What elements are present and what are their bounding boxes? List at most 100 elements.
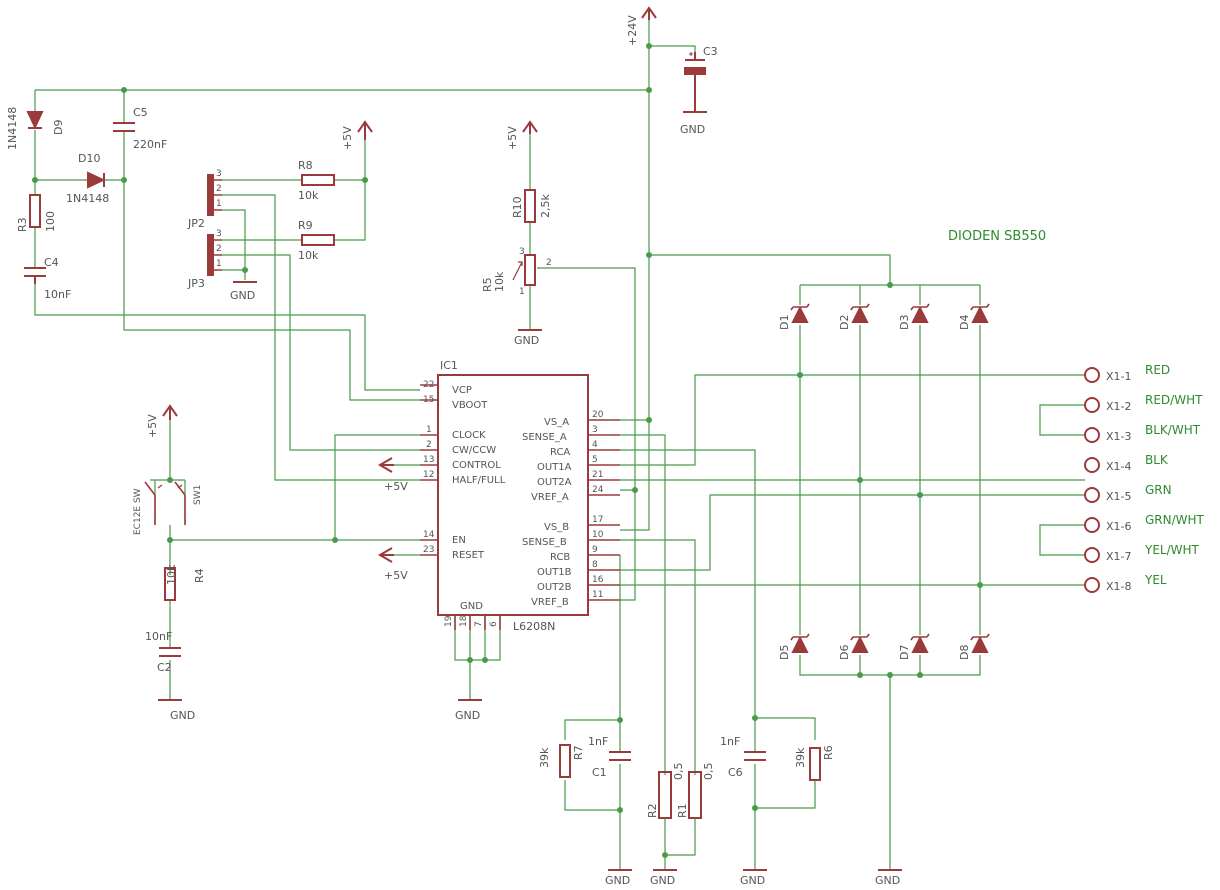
resistor-r7: 39k R7 (538, 744, 585, 778)
svg-text:R6: R6 (822, 745, 835, 760)
svg-text:1: 1 (519, 287, 525, 297)
svg-text:10nF: 10nF (145, 630, 172, 643)
svg-text:1: 1 (216, 259, 222, 269)
diode-d9: 1N4148 D9 (6, 107, 65, 150)
svg-text:X1-2: X1-2 (1106, 400, 1132, 413)
svg-text:R10: R10 (511, 196, 524, 218)
capacitor-c2: 10nF C2 (145, 630, 181, 674)
svg-text:13: 13 (423, 455, 434, 465)
jumper-jp3: 3 2 1 JP3 (187, 229, 222, 290)
svg-text:8: 8 (592, 560, 598, 570)
svg-text:0,5: 0,5 (672, 763, 685, 781)
svg-text:C2: C2 (157, 661, 172, 674)
svg-text:X1-4: X1-4 (1106, 460, 1132, 473)
svg-text:C5: C5 (133, 106, 148, 119)
svg-text:24: 24 (592, 485, 604, 495)
svg-text:RCA: RCA (550, 447, 570, 458)
svg-text:C6: C6 (728, 766, 743, 779)
svg-text:OUT2B: OUT2B (537, 582, 572, 593)
svg-text:X1-5: X1-5 (1106, 490, 1132, 503)
ground-sense: GND (650, 869, 677, 887)
svg-text:1N4148: 1N4148 (66, 192, 109, 205)
svg-text:X1-8: X1-8 (1106, 580, 1132, 593)
svg-text:10nF: 10nF (44, 288, 71, 301)
svg-text:C3: C3 (703, 45, 718, 58)
svg-text:OUT2A: OUT2A (537, 477, 572, 488)
svg-text:21: 21 (592, 470, 603, 480)
svg-text:6: 6 (489, 621, 499, 627)
supply-5v-jumpers: +5V (341, 120, 373, 150)
svg-text:3: 3 (519, 247, 525, 257)
diode-d1: D1 (778, 303, 810, 330)
svg-text:EN: EN (452, 535, 466, 546)
svg-text:RCB: RCB (550, 552, 570, 563)
svg-text:D10: D10 (78, 152, 100, 165)
svg-text:JP2: JP2 (187, 217, 205, 230)
svg-text:3: 3 (592, 425, 598, 435)
svg-text:18: 18 (459, 615, 469, 627)
svg-text:VS_A: VS_A (544, 417, 569, 428)
ground-c2: GND (158, 699, 195, 722)
svg-text:GRN/WHT: GRN/WHT (1145, 513, 1205, 527)
svg-text:GND: GND (514, 334, 539, 347)
svg-text:VCP: VCP (452, 385, 472, 396)
capacitor-c4: C4 10nF (24, 256, 71, 301)
svg-text:GND: GND (605, 874, 630, 887)
svg-text:5: 5 (592, 455, 598, 465)
diode-d5: D5 (778, 633, 810, 660)
svg-text:RESET: RESET (452, 550, 485, 561)
svg-text:R7: R7 (572, 745, 585, 760)
svg-text:D7: D7 (898, 645, 911, 660)
svg-text:YEL: YEL (1144, 573, 1167, 587)
diode-d3: D3 (898, 303, 930, 330)
svg-text:GND: GND (230, 289, 255, 302)
svg-text:17: 17 (592, 515, 603, 525)
svg-text:D8: D8 (958, 645, 971, 660)
svg-text:R4: R4 (193, 568, 206, 583)
diode-d4: D4 (958, 303, 990, 330)
capacitor-c3: C3 (684, 45, 718, 112)
wires (34, 18, 1085, 870)
svg-text:CONTROL: CONTROL (452, 460, 501, 471)
svg-text:39k: 39k (538, 747, 551, 768)
svg-text:BLK: BLK (1145, 453, 1169, 467)
svg-text:7: 7 (474, 621, 484, 627)
ground-c3: GND (680, 111, 707, 136)
resistor-r8: R8 10k (298, 159, 335, 202)
svg-text:D2: D2 (838, 315, 851, 330)
svg-text:23: 23 (423, 545, 434, 555)
svg-text:VREF_B: VREF_B (531, 597, 569, 608)
ground-ic: GND (455, 699, 482, 722)
ground-bridge: GND (875, 869, 902, 887)
ic-bottom-pins: 19 18 7 6 (444, 615, 501, 630)
svg-text:0,5: 0,5 (702, 763, 715, 781)
resistor-r3: R3 100 (16, 194, 57, 232)
svg-text:SENSE_B: SENSE_B (522, 537, 567, 548)
svg-text:2: 2 (546, 258, 552, 268)
svg-text:D6: D6 (838, 645, 851, 660)
capacitor-c6: 1nF C6 (720, 735, 766, 779)
svg-text:X1-7: X1-7 (1106, 550, 1132, 563)
resistor-r10: R10 2,5k (511, 189, 552, 223)
supply-5v-control: +5V (378, 457, 408, 493)
svg-text:X1-1: X1-1 (1106, 370, 1132, 383)
svg-text:D5: D5 (778, 645, 791, 660)
svg-text:C1: C1 (592, 766, 607, 779)
junctions (32, 43, 983, 858)
connector-pin-x1-4: X1-4 BLK (1084, 453, 1169, 473)
svg-text:15: 15 (423, 395, 434, 405)
svg-text:2: 2 (216, 244, 222, 254)
svg-text:19: 19 (444, 615, 454, 627)
svg-text:1: 1 (426, 425, 432, 435)
jumper-jp2: 3 2 1 JP2 (187, 169, 222, 230)
svg-text:JP3: JP3 (187, 277, 205, 290)
svg-text:10: 10 (592, 530, 604, 540)
svg-text:GND: GND (875, 874, 900, 887)
